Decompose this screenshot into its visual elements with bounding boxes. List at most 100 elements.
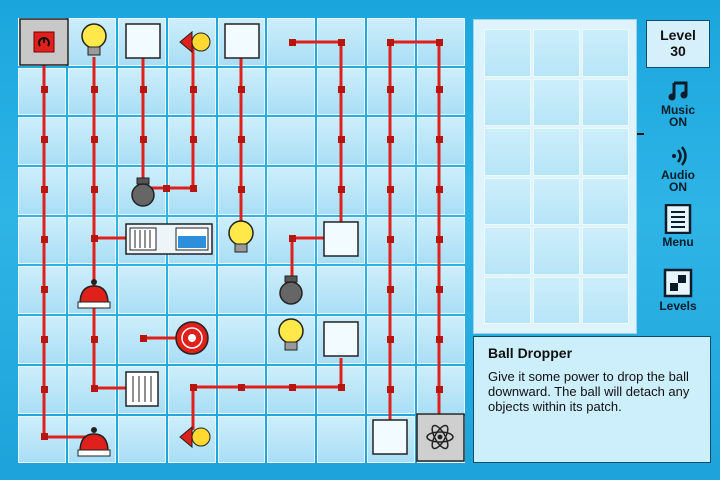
board-cell[interactable] [267,18,316,66]
board-cell[interactable] [367,316,416,364]
board-cell[interactable] [67,365,116,414]
inventory-slot[interactable] [484,128,531,176]
board-cell[interactable] [267,117,316,166]
board-cell[interactable] [417,266,466,315]
menu-button[interactable]: Menu [646,204,710,248]
board-cell[interactable] [317,167,366,215]
game-board[interactable] [17,17,466,464]
board-cell[interactable] [18,365,66,414]
board-cell[interactable] [217,316,266,364]
inventory-slot[interactable] [582,276,629,324]
inventory-slot[interactable] [533,128,580,176]
board-cell[interactable] [417,415,466,464]
board-cell[interactable] [117,365,166,414]
inventory-slot[interactable] [582,177,629,225]
board-cell[interactable] [417,216,466,265]
inventory-slot[interactable] [533,78,580,126]
board-cell[interactable] [317,216,366,265]
board-cell[interactable] [417,365,466,414]
inventory-slot[interactable] [582,78,629,126]
board-cell[interactable] [267,365,316,414]
board-cell[interactable] [18,117,66,166]
board-cell[interactable] [417,316,466,364]
board-cell[interactable] [367,216,416,265]
board-cell[interactable] [117,266,166,315]
board-cell[interactable] [167,266,216,315]
board-cell[interactable] [217,216,266,265]
board-cell[interactable] [217,67,266,116]
inventory-slot[interactable] [582,227,629,275]
inventory-slot[interactable] [533,29,580,77]
inventory-slot[interactable] [484,78,531,126]
board-cell[interactable] [217,18,266,66]
board-cell[interactable] [67,316,116,364]
board-cell[interactable] [317,266,366,315]
board-cell[interactable] [117,67,166,116]
board-cell[interactable] [167,167,216,215]
board-cell[interactable] [18,167,66,215]
board-cell[interactable] [167,67,216,116]
music-toggle-button[interactable]: Music ON [646,80,710,128]
board-cell[interactable] [317,67,366,116]
board-cell[interactable] [367,67,416,116]
board-cell[interactable] [417,117,466,166]
board-cell[interactable] [317,117,366,166]
board-cell[interactable] [67,266,116,315]
inventory-slot[interactable] [484,29,531,77]
board-cell[interactable] [417,167,466,215]
board-cell[interactable] [267,67,316,116]
board-cell[interactable] [18,415,66,464]
board-cell[interactable] [117,117,166,166]
board-cell[interactable] [167,216,216,265]
board-cell[interactable] [18,316,66,364]
board-cell[interactable] [267,316,316,364]
inventory-slot[interactable] [582,29,629,77]
board-cell[interactable] [217,365,266,414]
board-cell[interactable] [317,415,366,464]
board-cell[interactable] [167,365,216,414]
board-cell[interactable] [267,167,316,215]
board-cell[interactable] [18,266,66,315]
levels-button[interactable]: Levels [646,268,710,312]
board-cell[interactable] [267,415,316,464]
board-cell[interactable] [67,117,116,166]
board-cell[interactable] [367,167,416,215]
board-cell[interactable] [167,415,216,464]
board-cell[interactable] [217,117,266,166]
board-cell[interactable] [317,18,366,66]
board-cell[interactable] [217,167,266,215]
board-cell[interactable] [67,167,116,215]
board-cell[interactable] [367,266,416,315]
inventory-grid[interactable] [483,28,630,325]
board-cell[interactable] [167,117,216,166]
board-cell[interactable] [67,18,116,66]
board-cell[interactable] [67,415,116,464]
audio-toggle-button[interactable]: Audio ON [646,145,710,193]
board-cell[interactable] [167,18,216,66]
board-cell[interactable] [67,67,116,116]
inventory-slot[interactable] [533,227,580,275]
board-cell[interactable] [217,266,266,315]
inventory-slot[interactable] [484,276,531,324]
board-cell[interactable] [18,67,66,116]
board-cell[interactable] [117,415,166,464]
board-cell[interactable] [267,266,316,315]
inventory-slot[interactable] [533,177,580,225]
board-cell[interactable] [117,316,166,364]
inventory-slot[interactable] [484,177,531,225]
board-cell[interactable] [117,167,166,215]
board-cell[interactable] [167,316,216,364]
board-cell[interactable] [367,415,416,464]
board-cell[interactable] [117,216,166,265]
board-cell[interactable] [217,415,266,464]
board-cell[interactable] [18,18,66,66]
board-cell[interactable] [117,18,166,66]
board-cell[interactable] [67,216,116,265]
board-cell[interactable] [267,216,316,265]
inventory-slot[interactable] [533,276,580,324]
board-cell[interactable] [417,18,466,66]
board-cell[interactable] [317,316,366,364]
board-cell[interactable] [317,365,366,414]
inventory-slot[interactable] [582,128,629,176]
board-cell[interactable] [367,365,416,414]
